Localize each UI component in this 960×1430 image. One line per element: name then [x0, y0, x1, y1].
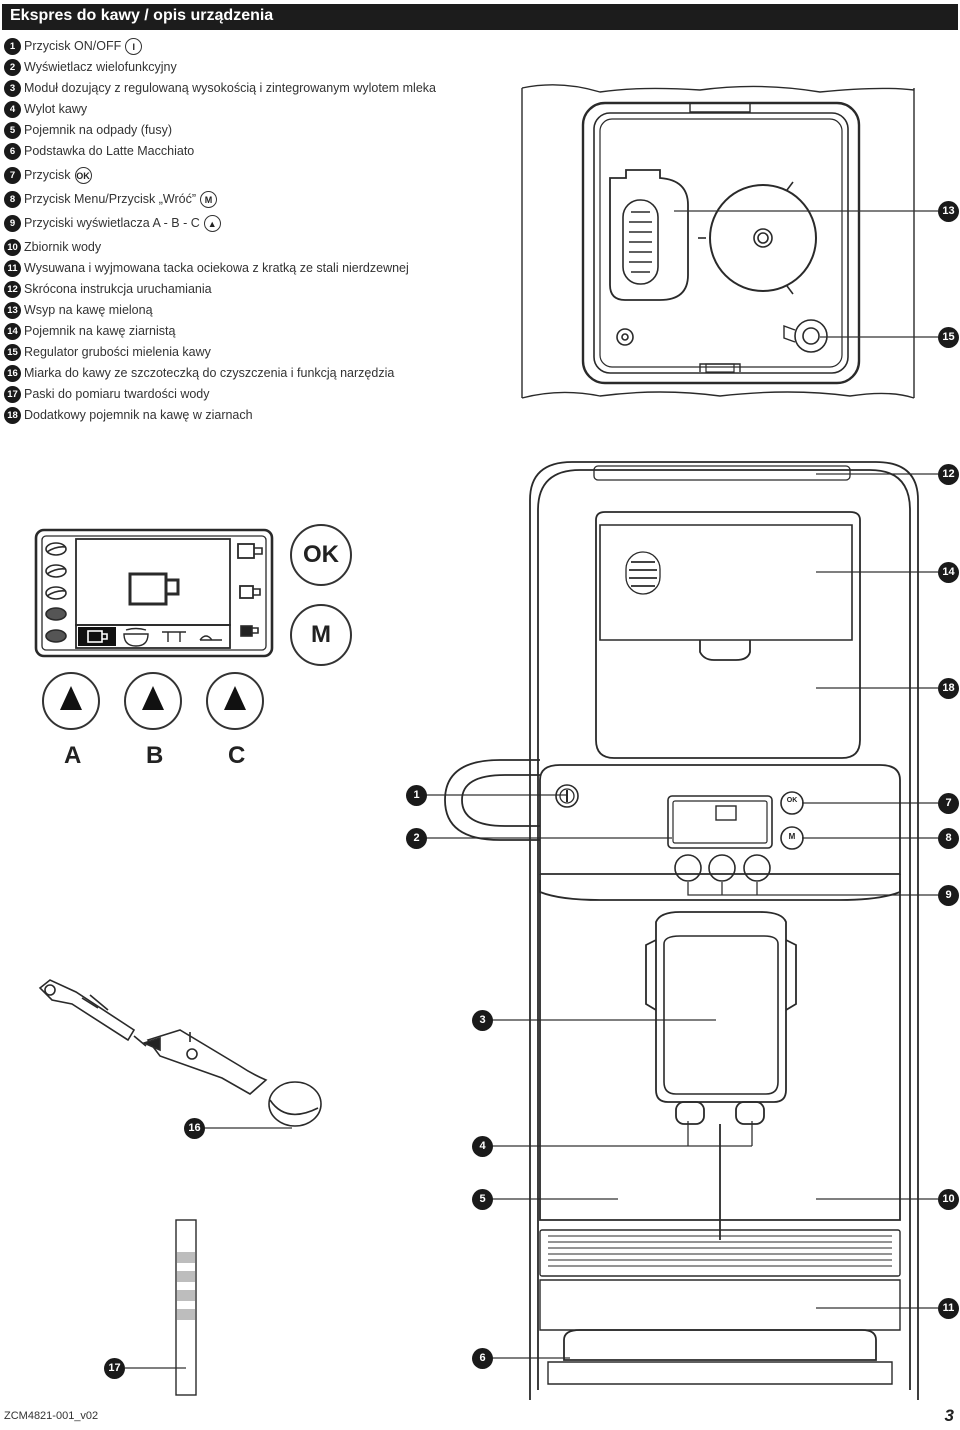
legend-number: 7: [4, 167, 21, 184]
legend-label: Paski do pomiaru twardości wody: [24, 387, 210, 401]
callout-2: 2: [406, 828, 427, 849]
callout-11: 11: [938, 1298, 959, 1319]
triangle-up-icon: ▲: [203, 215, 221, 233]
callout-1: 1: [406, 785, 427, 806]
button-b-label: B: [146, 742, 164, 769]
ok-button[interactable]: OK: [290, 524, 352, 586]
display-button-b[interactable]: [124, 672, 182, 730]
legend-number: 2: [4, 59, 21, 76]
callout-7: 7: [938, 793, 959, 814]
header-bar: Ekspres do kawy / opis urządzenia: [2, 4, 958, 30]
page-title: Ekspres do kawy / opis urządzenia: [10, 7, 274, 24]
legend-number: 10: [4, 239, 21, 256]
button-c-label: C: [228, 742, 246, 769]
legend-label: Dodatkowy pojemnik na kawę w ziarnach: [24, 408, 253, 422]
display-panel-detail: [34, 528, 274, 658]
machine-ok-label: OK: [786, 797, 798, 804]
page-number: 3: [944, 1406, 954, 1425]
coffee-scoop-illustration: [38, 979, 322, 1127]
machine-m-label: M: [788, 832, 796, 841]
legend-number: 6: [4, 143, 21, 160]
button-a-label: A: [64, 742, 82, 769]
legend-number: 5: [4, 122, 21, 139]
callout-17: 17: [104, 1358, 125, 1379]
legend-number: 1: [4, 38, 21, 55]
legend-number: 9: [4, 215, 21, 232]
ok-icon: OK: [74, 167, 92, 185]
callout-9: 9: [938, 885, 959, 906]
callout-10: 10: [938, 1189, 959, 1210]
legend-number: 13: [4, 302, 21, 319]
legend-label: Pojemnik na odpady (fusy): [24, 123, 172, 137]
legend-number: 14: [4, 323, 21, 340]
menu-icon: M: [200, 191, 218, 209]
legend-number: 8: [4, 191, 21, 208]
callout-15: 15: [938, 327, 959, 348]
display-button-c[interactable]: [206, 672, 264, 730]
legend-number: 3: [4, 80, 21, 97]
menu-button[interactable]: M: [290, 604, 352, 666]
water-hardness-strip: [175, 1219, 197, 1396]
legend-label: Wysuwana i wyjmowana tacka ociekowa z kr…: [24, 261, 409, 275]
legend-label: Wylot kawy: [24, 102, 88, 116]
legend-number: 15: [4, 344, 21, 361]
callout-18: 18: [938, 678, 959, 699]
power-icon: I: [125, 38, 143, 56]
legend-label: Skrócona instrukcja uruchamiania: [24, 282, 212, 296]
legend-label: Podstawka do Latte Macchiato: [24, 144, 195, 158]
callout-5: 5: [472, 1189, 493, 1210]
callout-16: 16: [184, 1118, 205, 1139]
legend-label: Wyświetlacz wielofunkcyjny: [24, 60, 177, 74]
legend-label: Miarka do kawy ze szczoteczką do czyszcz…: [24, 366, 395, 380]
legend-label: Przycisk: [24, 168, 71, 182]
callout-8: 8: [938, 828, 959, 849]
callout-3: 3: [472, 1010, 493, 1031]
legend-label: Przyciski wyświetlacza A - B - C: [24, 216, 200, 230]
legend-number: 17: [4, 386, 21, 403]
legend-number: 18: [4, 407, 21, 424]
display-button-a[interactable]: [42, 672, 100, 730]
legend-number: 12: [4, 281, 21, 298]
legend-label: Zbiornik wody: [24, 240, 102, 254]
document-code: ZCM4821-001_v02: [4, 1410, 99, 1422]
legend-label: Regulator grubości mielenia kawy: [24, 345, 211, 359]
top-view-illustration: [521, 84, 915, 399]
legend-label: Moduł dozujący z regulowaną wysokością i…: [24, 81, 436, 95]
legend-number: 16: [4, 365, 21, 382]
legend-label: Wsyp na kawę mieloną: [24, 303, 153, 317]
callout-12: 12: [938, 464, 959, 485]
legend-label: Przycisk ON/OFF: [24, 39, 122, 53]
callout-4: 4: [472, 1136, 493, 1157]
legend-label: Przycisk Menu/Przycisk „Wróć”: [24, 192, 197, 206]
callout-14: 14: [938, 562, 959, 583]
front-view-illustration: [444, 461, 919, 1400]
callout-13: 13: [938, 201, 959, 222]
callout-6: 6: [472, 1348, 493, 1369]
legend-number: 11: [4, 260, 21, 277]
legend-number: 4: [4, 101, 21, 118]
legend-label: Pojemnik na kawę ziarnistą: [24, 324, 176, 338]
